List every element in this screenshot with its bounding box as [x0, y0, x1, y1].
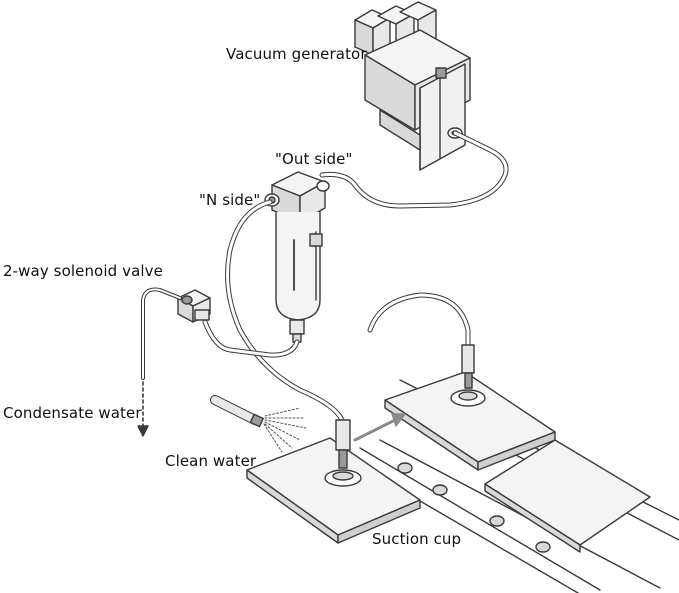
solenoid-valve-icon	[177, 289, 211, 323]
hose-drain-to-valve	[202, 319, 300, 358]
label-clean-water: Clean water	[165, 452, 257, 470]
label-condensate-water: Condensate water	[3, 404, 142, 422]
workpiece-plate-rail	[484, 439, 651, 553]
suction-cup-icon	[324, 419, 362, 487]
label-vacuum-generator: Vacuum generator	[226, 45, 367, 63]
movement-arrow-icon	[353, 413, 406, 442]
filter-icon	[264, 171, 330, 343]
water-spray-icon	[263, 407, 307, 453]
suction-cup-upper-icon	[450, 344, 486, 407]
workpiece-plate-top	[384, 371, 556, 471]
water-hose-icon	[210, 395, 264, 428]
label-solenoid-valve: 2-way solenoid valve	[3, 262, 163, 280]
condensate-arrow-icon	[137, 381, 149, 437]
vacuum-generator-icon	[354, 1, 471, 171]
pipe-valve-to-outlet	[141, 287, 182, 380]
label-suction-cup: Suction cup	[372, 530, 462, 548]
label-out-side: "Out side"	[275, 150, 353, 168]
label-in-side: "N side"	[199, 191, 261, 209]
workpiece-plate-bottom	[246, 437, 421, 544]
hose-upper-cup	[367, 292, 471, 348]
